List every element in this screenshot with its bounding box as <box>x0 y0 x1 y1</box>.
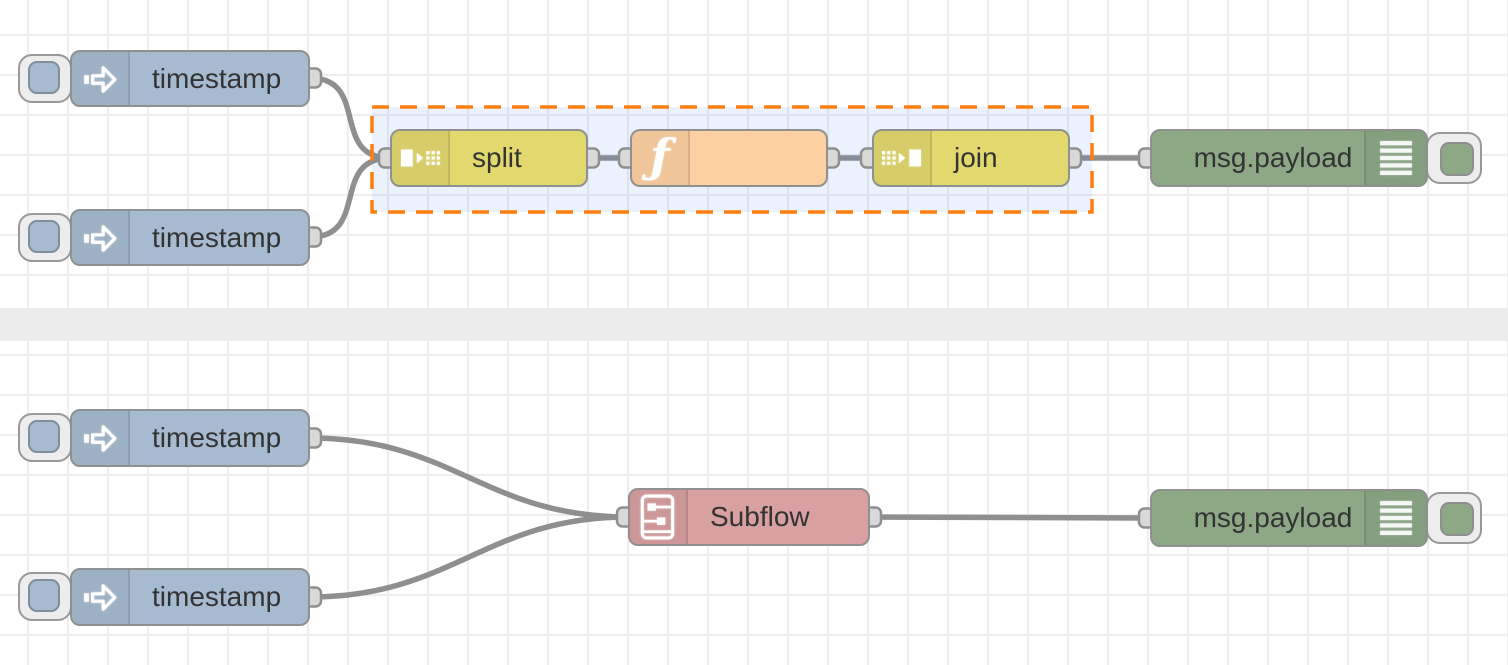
wire-inject3-subflow[interactable] <box>307 435 631 520</box>
wire-inject1-split[interactable] <box>307 75 393 161</box>
debug-toggle-button[interactable] <box>1426 132 1482 184</box>
inject-button-inner <box>28 420 60 453</box>
inject-button[interactable] <box>18 213 72 262</box>
node-label <box>690 131 826 185</box>
inject-arrow-icon <box>72 411 130 465</box>
inject-button-inner <box>28 61 60 94</box>
wire-subflow-debug[interactable] <box>867 514 1153 521</box>
inject-button[interactable] <box>18 54 72 103</box>
node-label: join <box>954 142 998 173</box>
node-label: timestamp <box>152 221 282 253</box>
debug-toggle-button[interactable] <box>1426 492 1482 544</box>
node-label: timestamp <box>152 422 282 453</box>
function-f-icon: ƒ <box>632 131 690 185</box>
node-inject-timestamp-3[interactable]: timestamp <box>18 409 310 467</box>
node-label: msg.payload <box>1193 142 1353 173</box>
inject-button[interactable] <box>18 413 72 462</box>
inject-button-inner <box>28 220 60 253</box>
node-subflow[interactable]: Subflow <box>628 488 870 546</box>
inject-arrow-icon <box>72 211 130 264</box>
debug-list-icon <box>1364 491 1426 545</box>
debug-list-icon <box>1364 131 1426 185</box>
node-inject-timestamp-1[interactable]: timestamp <box>18 50 310 107</box>
debug-toggle-inner <box>1440 142 1474 176</box>
node-inject-timestamp-4[interactable]: timestamp <box>18 568 310 626</box>
inject-button-inner <box>28 579 60 612</box>
node-debug-top[interactable]: msg.payload <box>1150 129 1482 187</box>
node-label: msg.payload <box>1193 502 1353 533</box>
node-function[interactable]: ƒ <box>630 129 828 187</box>
node-label: timestamp <box>152 62 282 94</box>
inject-arrow-icon <box>72 570 130 624</box>
wire-inject4-subflow[interactable] <box>307 514 631 600</box>
node-inject-timestamp-2[interactable]: timestamp <box>18 209 310 266</box>
wire-inject2-split[interactable] <box>307 155 393 240</box>
node-label: Subflow <box>710 501 810 532</box>
join-icon <box>874 131 932 185</box>
node-label: split <box>472 142 522 173</box>
node-join[interactable]: join <box>872 129 1070 187</box>
node-split[interactable]: split <box>390 129 588 187</box>
subflow-icon <box>630 490 688 544</box>
split-icon <box>392 131 450 185</box>
debug-toggle-inner <box>1440 502 1474 536</box>
flow-divider <box>0 308 1508 341</box>
inject-arrow-icon <box>72 52 130 105</box>
inject-button[interactable] <box>18 572 72 621</box>
node-debug-bottom[interactable]: msg.payload <box>1150 489 1482 547</box>
node-label: timestamp <box>152 581 282 612</box>
